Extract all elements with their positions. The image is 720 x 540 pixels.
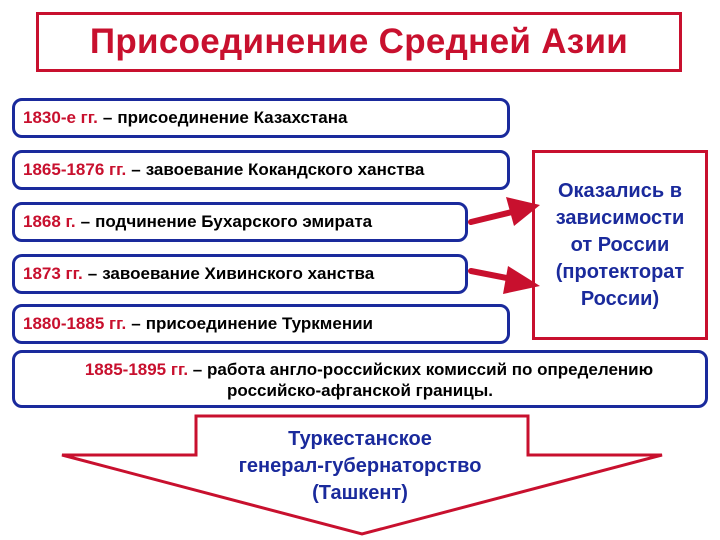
event-text: присоединение Казахстана — [117, 108, 348, 127]
event-years: 1830-е гг. — [23, 108, 98, 127]
title-box: Присоединение Средней Азии — [36, 12, 682, 72]
event-years: 1873 гг. — [23, 264, 83, 283]
result-line: генерал-губернаторство — [238, 455, 482, 477]
event-box-khiva: 1873 гг.–завоевание Хивинского ханства — [12, 254, 468, 294]
event-years: 1885-1895 гг. — [84, 360, 189, 379]
arrow-bukhara-to-dependency — [468, 197, 540, 226]
dependency-line: России) — [580, 287, 660, 310]
event-box-kazakhstan: 1830-е гг.–присоединение Казахстана — [12, 98, 510, 138]
event-dash: – — [131, 160, 141, 179]
event-text: подчинение Бухарского эмирата — [95, 212, 373, 231]
result-line: Туркестанское — [288, 428, 432, 450]
event-years: 1880-1885 гг. — [23, 314, 127, 333]
event-dash: – — [192, 360, 203, 379]
event-text: присоединение Туркмении — [145, 314, 374, 333]
event-text-continued: российско-афганской границы. — [227, 381, 493, 400]
event-dash: – — [102, 108, 113, 127]
dependency-line: Оказались в — [557, 179, 682, 202]
event-text: завоевание Кокандского ханства — [145, 160, 425, 179]
event-text: работа англо-российских комиссий по опре… — [207, 360, 654, 379]
dependency-text: Оказались в зависимости от России (проте… — [556, 178, 685, 313]
dependency-line: зависимости — [555, 206, 685, 229]
event-years: 1865-1876 гг. — [23, 160, 127, 179]
event-years: 1868 г. — [23, 212, 76, 231]
dependency-line: (протекторат — [555, 260, 685, 283]
event-box-turkmenia: 1880-1885 гг.–присоединение Туркмении — [12, 304, 510, 344]
result-line: (Ташкент) — [312, 482, 408, 504]
event-dash: – — [80, 212, 91, 231]
result-arrow — [61, 414, 663, 536]
event-text: завоевание Хивинского ханства — [102, 264, 375, 283]
event-box-commission: 1885-1895 гг. – работа англо-российских … — [12, 350, 708, 408]
result-text: Туркестанское генерал-губернаторство (Та… — [190, 426, 530, 507]
event-box-bukhara: 1868 г.–подчинение Бухарского эмирата — [12, 202, 468, 242]
dependency-line: от России — [570, 233, 670, 256]
page-title: Присоединение Средней Азии — [89, 22, 629, 61]
event-dash: – — [131, 314, 141, 333]
event-dash: – — [87, 264, 98, 283]
event-box-kokand: 1865-1876 гг.–завоевание Кокандского хан… — [12, 150, 510, 190]
dependency-box: Оказались в зависимости от России (проте… — [532, 150, 708, 340]
arrow-khiva-to-dependency — [468, 266, 540, 294]
